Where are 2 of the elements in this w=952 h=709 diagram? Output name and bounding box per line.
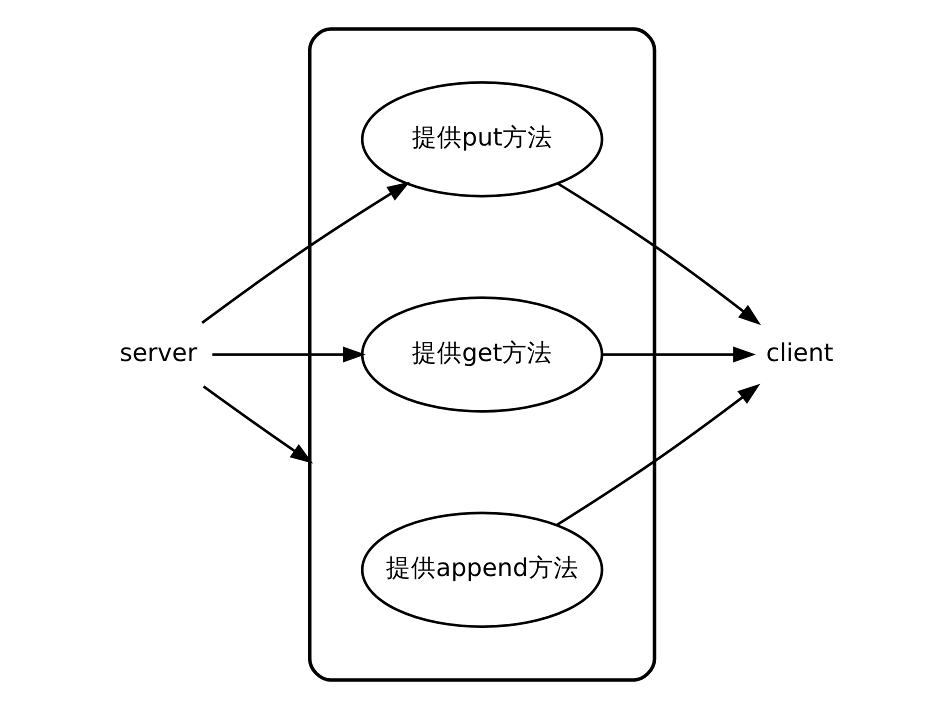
node-text: client bbox=[766, 338, 834, 367]
node-text: server bbox=[120, 338, 198, 367]
